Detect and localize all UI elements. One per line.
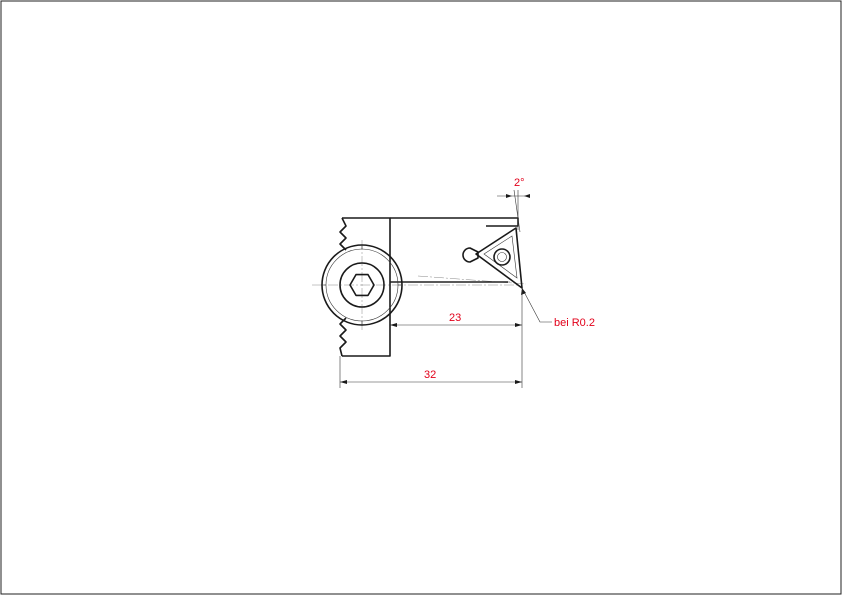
distance-total-label: 32: [424, 369, 436, 381]
radius-callout: bei R0.2: [521, 287, 595, 329]
dimension-23: 23: [390, 290, 523, 388]
angle-dimension: 2°: [497, 177, 530, 233]
angle-label: 2°: [514, 177, 525, 189]
distance-inner-label: 23: [449, 312, 461, 324]
clamp-screw: [321, 244, 403, 326]
triangular-insert: [462, 227, 523, 289]
dimension-32: 32: [339, 356, 522, 388]
radius-label: bei R0.2: [554, 317, 595, 329]
tool-holder-body: [339, 217, 519, 357]
center-lines: [312, 240, 527, 330]
hex-socket-icon: [349, 273, 375, 297]
